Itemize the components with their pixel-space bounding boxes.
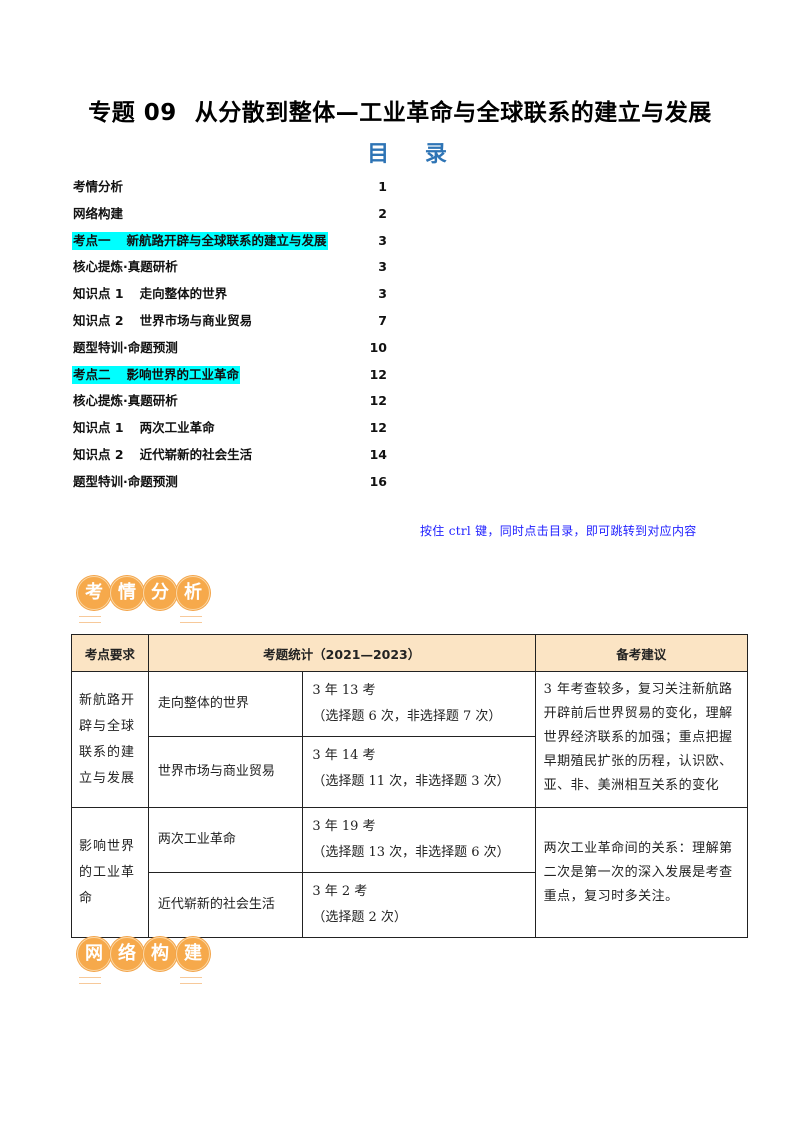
- topic-cell: 世界市场与商业贸易: [147, 736, 304, 808]
- table-row: 世界市场与商业贸易 3 年 14 考 （选择题 11 次，非选择题 3 次）: [72, 736, 748, 808]
- toc-item-practice-2[interactable]: 题型特训·命题预测 16: [73, 473, 387, 489]
- header-advice: 备考建议: [534, 634, 749, 672]
- toc-page: 3: [378, 232, 387, 248]
- toc-item-analysis[interactable]: 考情分析 1: [73, 179, 387, 194]
- advice-cell: 3 年考查较多，复习关注新航路开辟前后世界贸易的变化，理解世界经济联系的加强；重…: [534, 671, 749, 808]
- exam-statistics-table: 考点要求 考题统计（2021—2023） 备考建议 新航路开辟与全球联系的建立与…: [71, 634, 749, 938]
- toc-page: 10: [369, 339, 387, 355]
- toc-page: 12: [369, 366, 387, 382]
- topic-number: 专题 09: [88, 100, 177, 126]
- toc-page: 3: [378, 259, 387, 275]
- header-statistics: 考题统计（2021—2023）: [147, 634, 536, 672]
- topic-cell: 走向整体的世界: [147, 671, 304, 737]
- toc-item-point-one[interactable]: 考点一新航路开辟与全球联系的建立与发展 3: [72, 231, 387, 259]
- toc-item-network[interactable]: 网络构建 2: [73, 205, 387, 221]
- toc-page: 7: [378, 312, 387, 328]
- count-cell: 3 年 2 考 （选择题 2 次）: [302, 872, 536, 938]
- decorative-underline: [180, 616, 202, 623]
- ctrl-click-hint: 按住 ctrl 键，同时点击目录，即可跳转到对应内容: [420, 524, 697, 538]
- topic-cell: 近代崭新的社会生活: [147, 872, 304, 938]
- advice-cell: 两次工业革命间的关系：理解第二次是第一次的深入发展是考查重点，复习时多关注。: [534, 807, 749, 938]
- table-row: 影响世界的工业革命 两次工业革命 3 年 19 考 （选择题 13 次，非选择题…: [71, 807, 749, 938]
- decorative-underline: [79, 977, 101, 984]
- highlighted-label: 考点一新航路开辟与全球联系的建立与发展: [72, 231, 328, 250]
- requirement-cell: 新航路开辟与全球联系的建立与发展: [71, 671, 149, 808]
- count-cell: 3 年 14 考 （选择题 11 次，非选择题 3 次）: [302, 736, 536, 808]
- toc-page: 3: [378, 286, 387, 302]
- decorative-underline: [180, 977, 202, 984]
- toc-item-core-2[interactable]: 核心提炼·真题研析 12: [73, 393, 387, 409]
- toc-item-core[interactable]: 核心提炼·真题研析 3: [73, 259, 387, 275]
- toc-heading: 目 录: [367, 142, 461, 167]
- header-requirement: 考点要求: [71, 634, 149, 672]
- toc-page: 16: [369, 473, 387, 489]
- toc-page: 2: [378, 205, 387, 221]
- toc-page: 14: [369, 446, 387, 462]
- table-row: 新航路开辟与全球联系的建立与发展 走向整体的世界 3 年 13 考 （选择题 6…: [71, 671, 749, 808]
- count-cell: 3 年 13 考 （选择题 6 次，非选择题 7 次）: [302, 671, 536, 737]
- decorative-underline: [79, 616, 101, 623]
- topic-title: 从分散到整体—工业革命与全球联系的建立与发展: [194, 100, 712, 126]
- requirement-cell: 影响世界的工业革命: [71, 807, 149, 938]
- table-header-row: 考点要求 考题统计（2021—2023） 备考建议: [71, 634, 749, 672]
- toc-page: 1: [378, 179, 387, 194]
- toc-item-point-two[interactable]: 考点二影响世界的工业革命 12: [72, 365, 387, 393]
- analysis-section-badge: 考 情 分 析: [77, 576, 210, 623]
- topic-cell: 两次工业革命: [147, 807, 304, 873]
- document-title: 专题 09 从分散到整体—工业革命与全球联系的建立与发展: [0, 93, 800, 127]
- toc-page: 12: [369, 420, 387, 436]
- count-cell: 3 年 19 考 （选择题 13 次，非选择题 6 次）: [302, 807, 536, 873]
- toc-page: 12: [369, 393, 387, 409]
- network-section-badge: 网 络 构 建: [77, 937, 210, 984]
- table-row: 近代崭新的社会生活 3 年 2 考 （选择题 2 次）: [72, 872, 748, 938]
- table-of-contents: 考情分析 1 网络构建 2 考点一新航路开辟与全球联系的建立与发展 3 核心提炼…: [72, 178, 387, 500]
- highlighted-label: 考点二影响世界的工业革命: [72, 365, 241, 384]
- toc-item-practice[interactable]: 题型特训·命题预测 10: [73, 339, 387, 355]
